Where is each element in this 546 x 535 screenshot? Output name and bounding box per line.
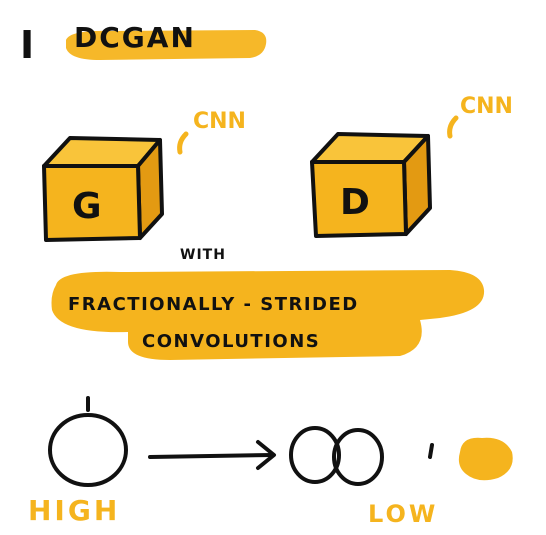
- overlapping-circles-icon: [289, 426, 384, 486]
- single-circle-icon: [48, 396, 128, 487]
- yellow-blob-icon: [458, 437, 513, 481]
- title-number: I: [20, 23, 34, 67]
- discriminator-annotation-text: CNN: [460, 94, 513, 119]
- title-highlight: [66, 30, 267, 60]
- title-label: DCGAN: [74, 21, 196, 54]
- generator-annotation-tick: [177, 131, 189, 155]
- discriminator-annotation-tick: [447, 115, 459, 139]
- label-low: LOW: [368, 500, 438, 528]
- apostrophe-mark: [428, 443, 434, 459]
- highlight-blob: [51, 270, 485, 360]
- highlight-phrase: FRACTIONALLY - STRIDED CONVOLUTIONS: [51, 270, 485, 360]
- generator-cube: G: [42, 136, 164, 242]
- discriminator-annotation: CNN: [447, 94, 513, 139]
- generator-annotation: CNN: [177, 109, 246, 155]
- connector-with: WITH: [180, 247, 226, 263]
- highlight-line2: CONVOLUTIONS: [142, 331, 320, 352]
- generator-cube-front: [42, 164, 142, 242]
- discriminator-cube: D: [310, 132, 432, 238]
- generator-letter: G: [72, 186, 102, 227]
- discriminator-cube-front: [310, 160, 408, 238]
- discriminator-letter: D: [340, 182, 370, 223]
- highlight-line1: FRACTIONALLY - STRIDED: [68, 294, 359, 315]
- title-group: I DCGAN: [20, 21, 267, 67]
- generator-annotation-text: CNN: [193, 109, 246, 134]
- right-arrow-icon: [148, 440, 276, 470]
- label-high: HIGH: [28, 494, 120, 527]
